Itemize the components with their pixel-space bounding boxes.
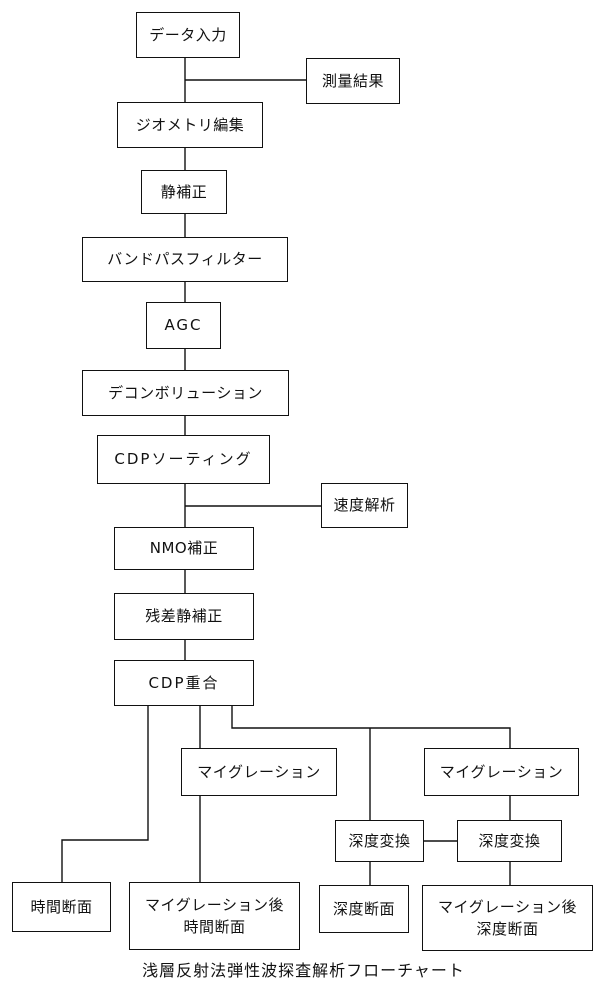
node-time-section: 時間断面 — [12, 882, 111, 932]
node-post-migration-time-section: マイグレーション後 時間断面 — [129, 882, 300, 950]
node-post-migration-depth-section: マイグレーション後 深度断面 — [422, 885, 593, 951]
node-bandpass-filter: バンドパスフィルター — [82, 237, 288, 282]
edge-cdpstack-timesection — [61, 706, 149, 882]
node-depth-conversion-1: 深度変換 — [335, 820, 424, 862]
node-cdp-sorting: CDPソーティング — [97, 435, 270, 484]
node-survey-result: 測量結果 — [306, 58, 400, 104]
node-depth-section: 深度断面 — [319, 885, 409, 933]
node-nmo-correction: NMO補正 — [114, 527, 254, 570]
node-cdp-stack: CDP重合 — [114, 660, 254, 706]
node-migration-2: マイグレーション — [424, 748, 579, 796]
node-agc: AGC — [146, 302, 221, 349]
edge-cdpstack-right-branch — [231, 706, 511, 748]
figure-caption: 浅層反射法弾性波探査解析フローチャート — [142, 961, 465, 980]
node-geometry-edit: ジオメトリ編集 — [117, 102, 263, 148]
node-data-input: データ入力 — [136, 12, 240, 58]
node-static-correction: 静補正 — [141, 170, 227, 214]
node-residual-static: 残差静補正 — [114, 593, 254, 640]
node-migration-1: マイグレーション — [181, 748, 337, 796]
node-velocity-analysis: 速度解析 — [321, 483, 408, 528]
node-depth-conversion-2: 深度変換 — [457, 820, 562, 862]
node-deconvolution: デコンボリューション — [82, 370, 289, 416]
